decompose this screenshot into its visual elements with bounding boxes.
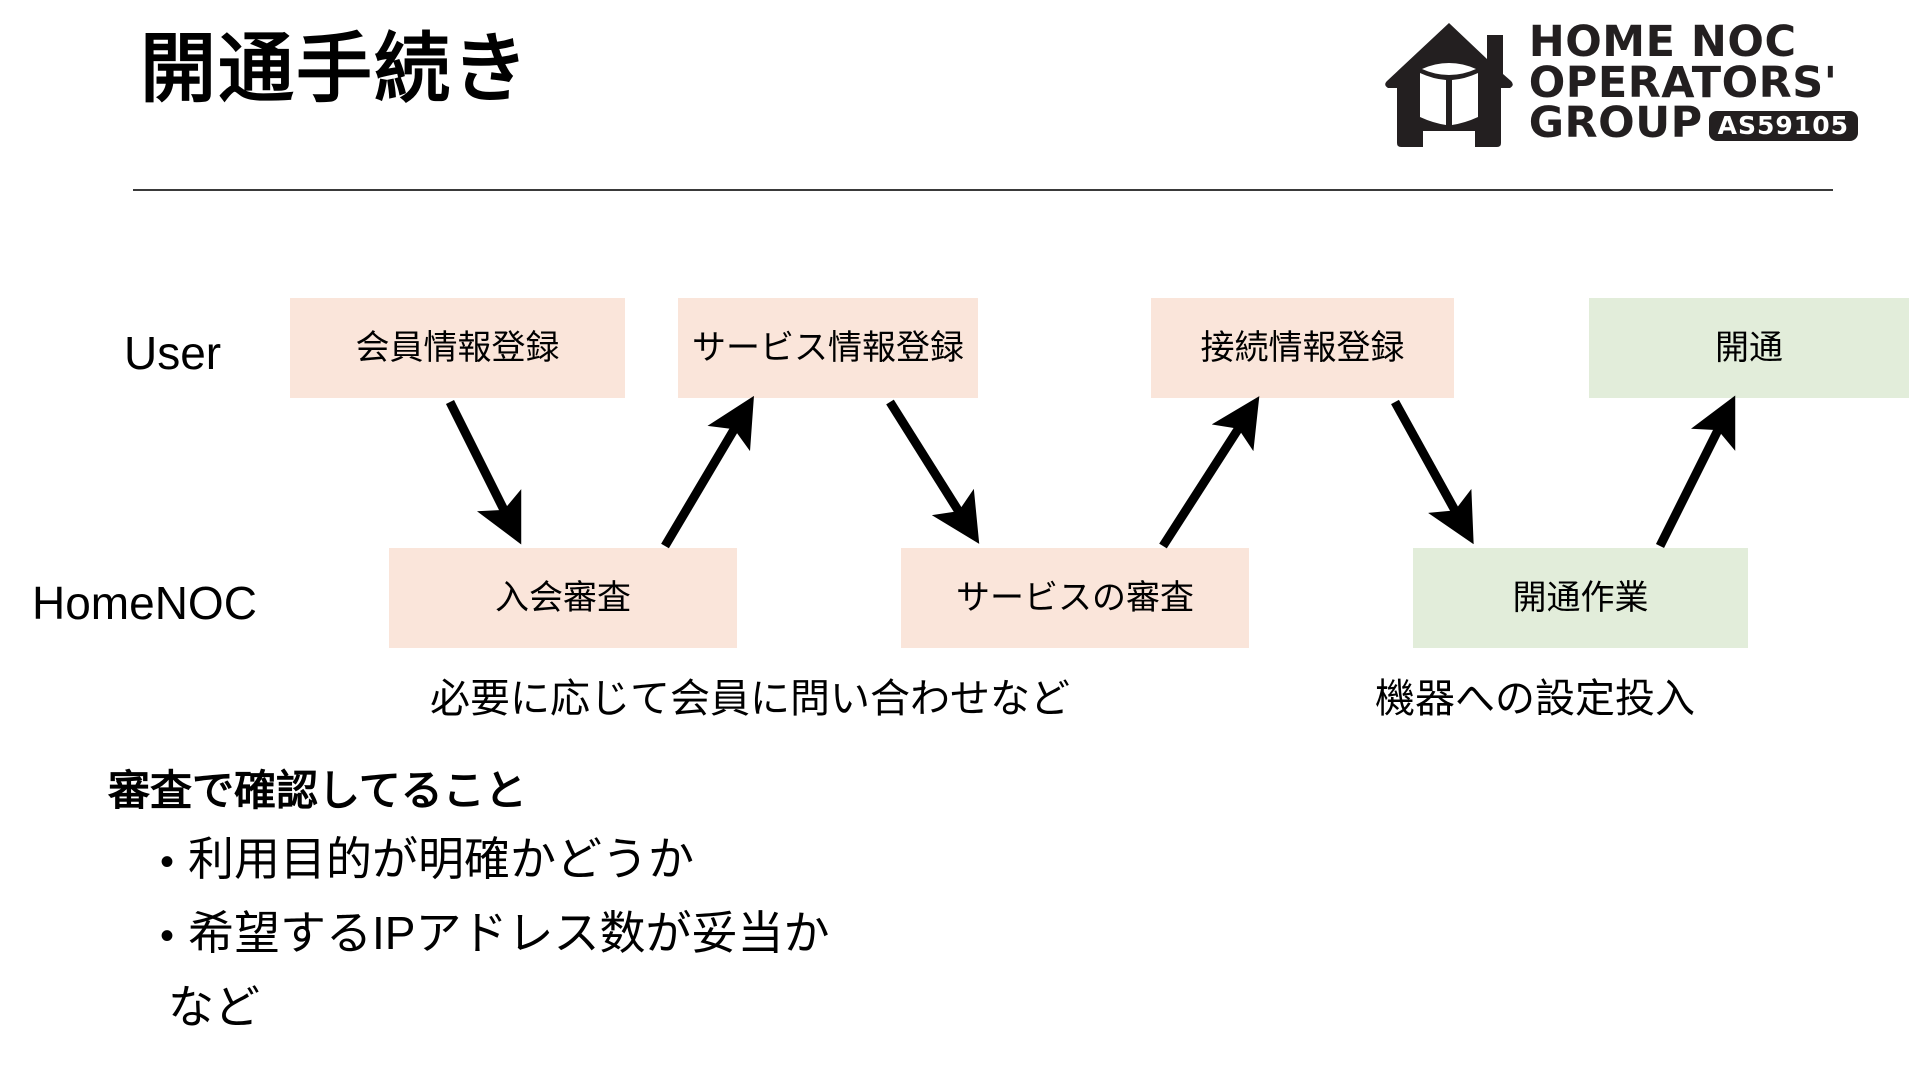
logo-line-3: GROUP AS59105 — [1528, 98, 1858, 149]
flow-box-member-register: 会員情報登録 — [290, 298, 625, 398]
list-item-label: 希望するIPアドレス数が妥当か — [188, 907, 830, 959]
flow-box-service-review: サービスの審査 — [901, 548, 1249, 648]
arrow-activation-work-to-activation — [1655, 395, 1736, 549]
flow-box-service-register: サービス情報登録 — [678, 298, 978, 398]
logo-line-2: OPERATORS' — [1528, 57, 1838, 108]
bullet-dot-icon: • — [160, 840, 175, 884]
logo-wordmark: HOME NOC OPERATORS' GROUP AS59105 — [1528, 16, 1858, 149]
logo-line-3-text: GROUP — [1528, 98, 1703, 149]
flow-box-membership-review: 入会審査 — [389, 548, 737, 648]
lane-label-user: User — [124, 327, 222, 379]
flow-box-activation-work: 開通作業 — [1413, 548, 1748, 648]
bullet-dot-icon: • — [160, 914, 175, 958]
logo-as-number-badge: AS59105 — [1708, 110, 1858, 142]
notes-heading: 審査で確認してること — [108, 767, 527, 814]
flow-caption-inquiry: 必要に応じて会員に問い合わせなど — [430, 677, 1070, 721]
header-divider — [133, 189, 1833, 191]
flow-box-activation: 開通 — [1589, 298, 1909, 398]
arrow-service-review-to-connection-info — [1159, 396, 1260, 549]
arrow-service-register-to-service-review — [886, 399, 980, 544]
page-title: 開通手続き — [140, 27, 530, 112]
arrow-member-register-to-membership-review — [445, 399, 522, 545]
house-with-box-icon — [1384, 23, 1513, 147]
list-item: • 利用目的が明確かどうか — [160, 836, 694, 882]
home-noc-operators-group-logo: HOME NOC OPERATORS' GROUP AS59105 — [1383, 18, 1858, 148]
notes-trailing-text: など — [168, 981, 260, 1033]
logo-line-1: HOME NOC — [1528, 16, 1797, 67]
list-item: • 希望するIPアドレス数が妥当か — [160, 910, 829, 956]
arrow-connection-info-to-activation-work — [1391, 399, 1474, 545]
list-item-label: 利用目的が明確かどうか — [188, 833, 695, 885]
lane-label-homenoc: HomeNOC — [32, 577, 257, 629]
flow-caption-config: 機器への設定投入 — [1375, 677, 1695, 721]
flow-box-connection-info: 接続情報登録 — [1151, 298, 1454, 398]
arrow-membership-review-to-service-register — [661, 395, 754, 549]
